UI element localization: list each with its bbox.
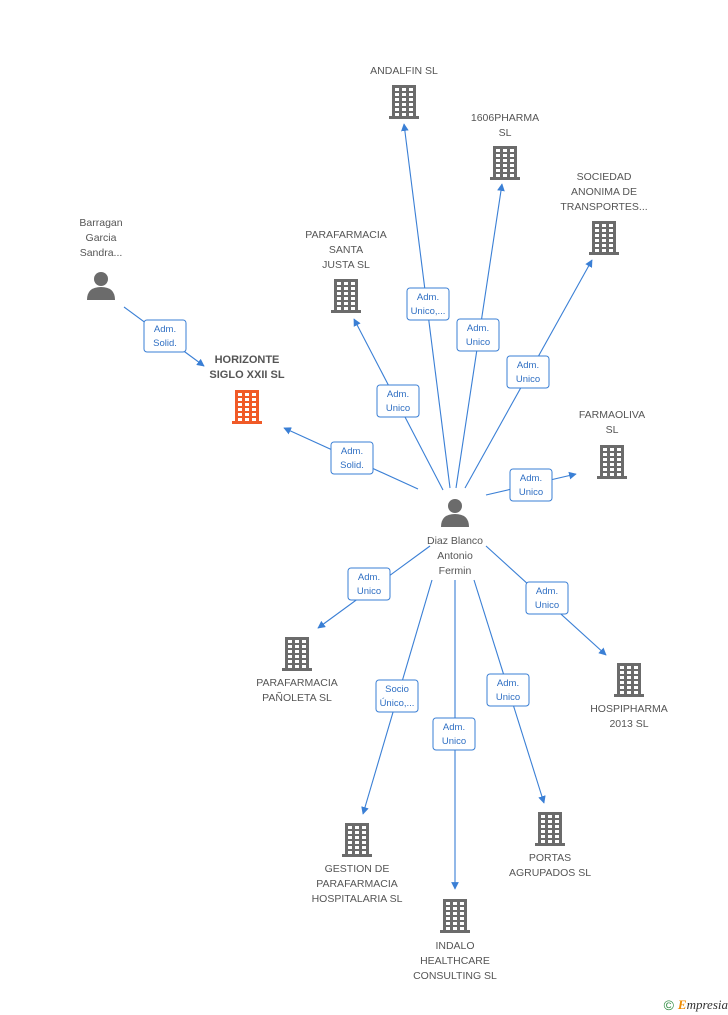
footer-brand[interactable]: © Empresia bbox=[664, 997, 728, 1013]
node-label: JUSTA SL bbox=[322, 259, 370, 271]
node-label: 1606PHARMA bbox=[471, 112, 539, 124]
copyright-symbol: © bbox=[663, 997, 674, 1013]
node-label: SL bbox=[499, 127, 512, 139]
building-icon bbox=[589, 221, 619, 255]
node-label: ANDALFIN SL bbox=[370, 65, 438, 77]
relation-text: Adm. bbox=[443, 722, 465, 733]
relation-label-parasanta[interactable]: Adm. Unico bbox=[376, 384, 420, 418]
node-label: Fermin bbox=[439, 565, 472, 577]
node-label: Barragan bbox=[79, 217, 122, 229]
node-label: SIGLO XXII SL bbox=[209, 369, 284, 381]
relation-text: Unico bbox=[442, 736, 466, 747]
node-portas[interactable]: PORTAS AGRUPADOS SL bbox=[509, 812, 591, 879]
node-label: ANONIMA DE bbox=[571, 186, 637, 198]
node-horizonte[interactable]: HORIZONTE SIGLO XXII SL bbox=[209, 354, 285, 424]
node-label: SANTA bbox=[329, 244, 363, 256]
nodes-layer: HORIZONTE SIGLO XXII SL BarraganGarciaSand… bbox=[79, 65, 667, 982]
building-icon bbox=[282, 637, 312, 671]
relation-text: Solid. bbox=[340, 460, 364, 471]
relation-label-hospipharma[interactable]: Adm. Unico bbox=[525, 581, 569, 615]
building-icon bbox=[342, 823, 372, 857]
node-label: AGRUPADOS SL bbox=[509, 867, 591, 879]
relation-text: Adm. bbox=[154, 324, 176, 335]
node-hospipharma[interactable]: HOSPIPHARMA 2013 SL bbox=[590, 663, 668, 730]
node-label: SL bbox=[606, 424, 619, 436]
node-label: HORIZONTE bbox=[215, 354, 280, 366]
node-parapanoleta[interactable]: PARAFARMACIA PAÑOLETA SL bbox=[256, 637, 338, 704]
relation-text: Adm. bbox=[341, 446, 363, 457]
relation-text: Adm. bbox=[520, 473, 542, 484]
relation-text: Adm. bbox=[417, 292, 439, 303]
node-label: INDALO bbox=[435, 940, 474, 952]
node-indalo[interactable]: INDALO HEALTHCARE CONSULTING SL bbox=[413, 899, 497, 982]
building-icon bbox=[597, 445, 627, 479]
node-label: PARAFARMACIA bbox=[305, 229, 387, 241]
node-label: GESTION DE bbox=[325, 863, 390, 875]
relation-text: Adm. bbox=[467, 323, 489, 334]
relation-text: Unico bbox=[357, 586, 381, 597]
relation-label-horizonte[interactable]: Adm. Solid. bbox=[143, 319, 187, 353]
person-icon bbox=[441, 499, 469, 527]
node-label: HOSPIPHARMA bbox=[590, 703, 668, 715]
relation-text: Adm. bbox=[387, 389, 409, 400]
relation-label-pharma1606[interactable]: Adm. Unico bbox=[456, 318, 500, 352]
node-label: HOSPITALARIA SL bbox=[312, 893, 403, 905]
building-icon bbox=[440, 899, 470, 933]
relation-label-parapanoleta[interactable]: Adm. Unico bbox=[347, 567, 391, 601]
relation-text: Adm. bbox=[497, 678, 519, 689]
node-parasanta[interactable]: PARAFARMACIA SANTA JUSTA SL bbox=[305, 229, 387, 313]
node-barragan[interactable]: BarraganGarciaSandra... bbox=[79, 217, 123, 300]
node-label: 2013 SL bbox=[609, 718, 648, 730]
node-gestion[interactable]: GESTION DE PARAFARMACIA HOSPITALARIA SL bbox=[312, 823, 403, 905]
empresia-logo[interactable]: Empresia bbox=[677, 997, 728, 1012]
relation-text: Adm. bbox=[517, 360, 539, 371]
node-label: PARAFARMACIA bbox=[316, 878, 398, 890]
relation-text: Solid. bbox=[153, 338, 177, 349]
node-label: FARMAOLIVA bbox=[579, 409, 645, 421]
building-icon bbox=[490, 146, 520, 180]
node-label: SOCIEDAD bbox=[577, 171, 632, 183]
relation-text: Único,... bbox=[380, 698, 415, 709]
relation-label-portas[interactable]: Adm. Unico bbox=[486, 673, 530, 707]
node-pharma1606[interactable]: 1606PHARMA SL bbox=[471, 112, 539, 180]
building-icon bbox=[389, 85, 419, 119]
node-label: PORTAS bbox=[529, 852, 571, 864]
person-icon bbox=[87, 272, 115, 300]
node-label: PARAFARMACIA bbox=[256, 677, 338, 689]
relation-label-farmaoliva[interactable]: Adm. Unico bbox=[509, 468, 553, 502]
relation-label-gestion[interactable]: SocioÚnico,... bbox=[375, 679, 419, 713]
relation-text: Unico,... bbox=[411, 306, 446, 317]
node-label: CONSULTING SL bbox=[413, 970, 497, 982]
relation-label-andalfin[interactable]: Adm. Unico,... bbox=[406, 287, 450, 321]
node-label: Garcia bbox=[86, 232, 117, 244]
node-label: Antonio bbox=[437, 550, 473, 562]
node-andalfin[interactable]: ANDALFIN SL bbox=[370, 65, 438, 119]
relation-text: Unico bbox=[519, 487, 543, 498]
node-farmaoliva[interactable]: FARMAOLIVA SL bbox=[579, 409, 645, 479]
relation-label-indalo[interactable]: Adm. Unico bbox=[432, 717, 476, 751]
building-icon bbox=[614, 663, 644, 697]
edge-labels-layer: Adm. Solid. Adm. Solid. Adm. Unico,... Adm. Uni… bbox=[143, 287, 569, 751]
node-label: TRANSPORTES... bbox=[560, 201, 647, 213]
node-label: Sandra... bbox=[80, 247, 123, 259]
node-label: HEALTHCARE bbox=[420, 955, 490, 967]
relation-label-sociedad[interactable]: Adm. Unico bbox=[506, 355, 550, 389]
relation-text: Unico bbox=[535, 600, 559, 611]
relation-text: Unico bbox=[496, 692, 520, 703]
relation-text: Adm. bbox=[536, 586, 558, 597]
node-sociedad[interactable]: SOCIEDAD ANONIMA DE TRANSPORTES... bbox=[560, 171, 648, 255]
relation-label-horizonte[interactable]: Adm. Solid. bbox=[330, 441, 374, 475]
building-icon bbox=[331, 279, 361, 313]
node-label: Diaz Blanco bbox=[427, 535, 483, 547]
relation-text: Unico bbox=[466, 337, 490, 348]
building-icon bbox=[232, 390, 262, 424]
building-icon bbox=[535, 812, 565, 846]
relation-text: Socio bbox=[385, 684, 409, 695]
relation-text: Unico bbox=[386, 403, 410, 414]
relation-text: Adm. bbox=[358, 572, 380, 583]
relation-text: Unico bbox=[516, 374, 540, 385]
node-label: PAÑOLETA SL bbox=[262, 691, 332, 704]
